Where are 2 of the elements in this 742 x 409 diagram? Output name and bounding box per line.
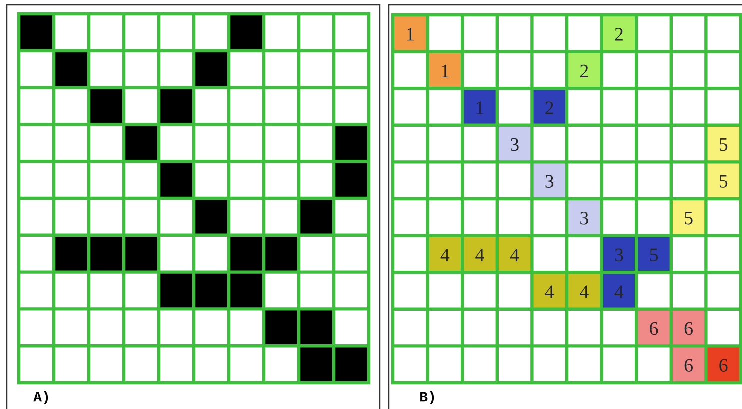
panel-label: B) — [420, 391, 434, 404]
panel-label: A) — [34, 391, 48, 404]
